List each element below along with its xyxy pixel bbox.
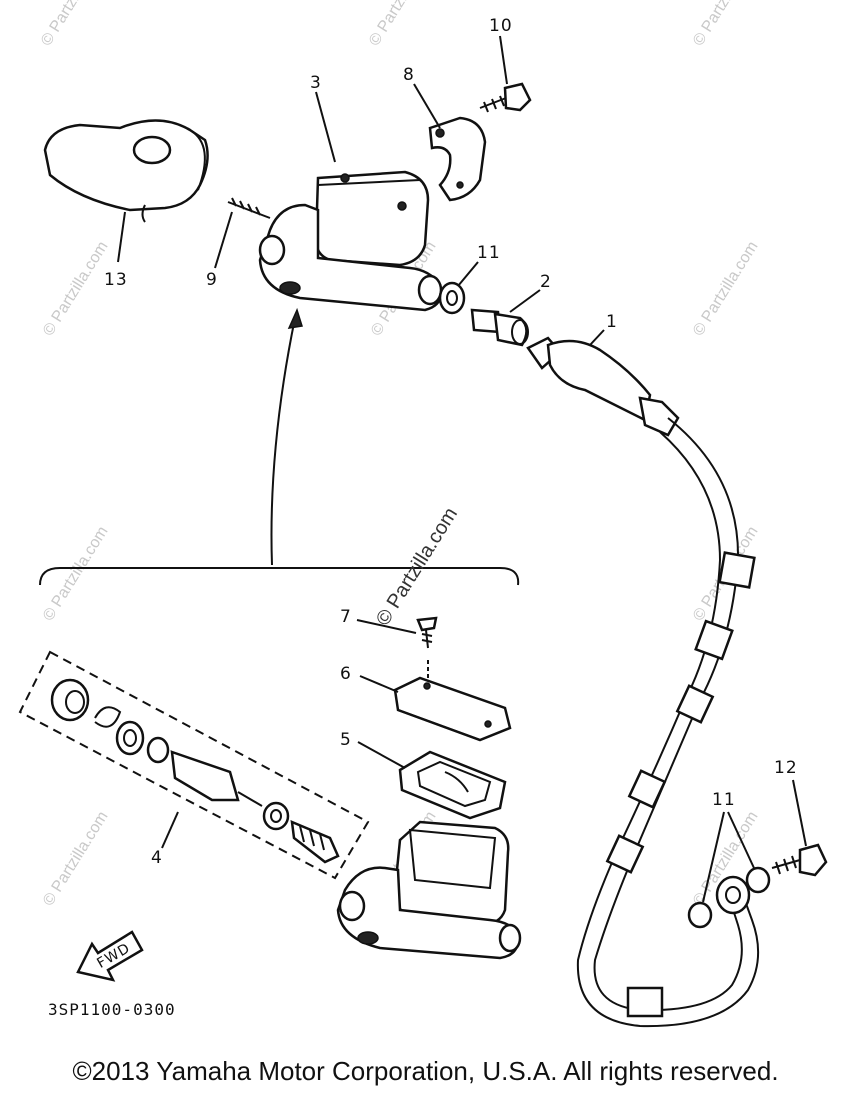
callout-12: 12: [774, 758, 798, 778]
callout-2: 2: [540, 272, 552, 292]
callout-13: 13: [104, 270, 128, 290]
reference-arrow: [270, 317, 296, 566]
callout-11: 11: [712, 790, 736, 810]
callout-11: 11: [477, 243, 501, 263]
bolt-12-part: [771, 843, 828, 877]
piston-kit-part: [18, 650, 370, 880]
diagram-code: 3SP1100-0300: [48, 1000, 176, 1019]
lever-cover-part: [43, 119, 209, 223]
union-bolt-part: [470, 308, 529, 347]
callout-8: 8: [403, 65, 415, 85]
callout-6: 6: [340, 664, 352, 684]
callout-3: 3: [310, 73, 322, 93]
brake-hose-part: [526, 336, 760, 1028]
diaphragm-part: [398, 750, 507, 820]
fwd-arrow-icon: [76, 930, 144, 982]
leader-lines: [117, 35, 807, 903]
master-cylinder-part: [258, 170, 443, 312]
washer-11-part: [745, 866, 771, 894]
callout-5: 5: [340, 730, 352, 750]
callout-10: 10: [489, 16, 513, 36]
callout-4: 4: [151, 848, 163, 868]
callout-7: 7: [340, 607, 352, 627]
master-cylinder-body-part: [336, 820, 522, 960]
reservoir-cap-part: [393, 676, 512, 742]
bolt-10-part: [479, 82, 532, 113]
holder-part: [428, 116, 487, 202]
callout-9: 9: [206, 270, 218, 290]
screw-9-part: [227, 197, 271, 219]
copyright-footer: ©2013 Yamaha Motor Corporation, U.S.A. A…: [72, 1056, 779, 1086]
screw-7-part: [416, 616, 438, 680]
callout-1: 1: [606, 312, 618, 332]
washer-11-part: [687, 901, 713, 929]
washer-11-part: [438, 281, 466, 315]
